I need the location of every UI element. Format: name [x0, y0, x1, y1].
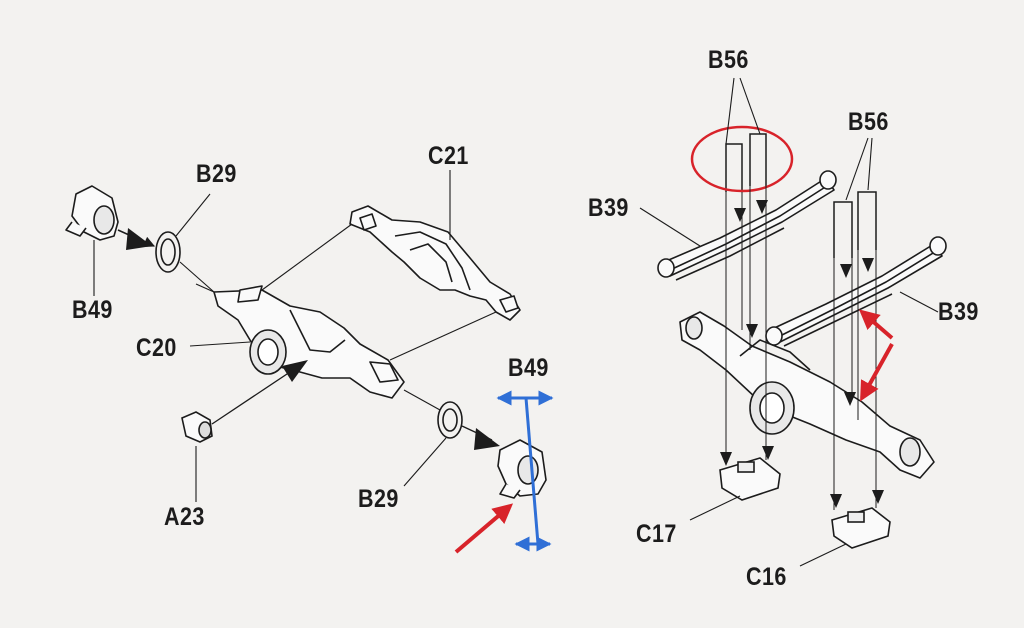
- part-rear-axle-assembly: [679, 311, 935, 479]
- part-a23: [181, 411, 213, 443]
- part-b56-ubolts-right: [833, 191, 877, 258]
- label-leaders-left: [93, 170, 451, 502]
- part-b29-ring-top: [155, 231, 181, 273]
- red-highlight-circle: [690, 125, 794, 193]
- label-b56-right: B56: [848, 108, 889, 136]
- alignment-lines-c20-c21: [195, 223, 497, 361]
- label-b56-left: B56: [708, 46, 749, 74]
- part-b39-leaf-spring-left: [657, 170, 837, 281]
- part-b29-ring-bottom: [437, 401, 463, 439]
- label-b39-right: B39: [938, 298, 979, 326]
- label-c17: C17: [636, 520, 677, 548]
- label-a23: A23: [164, 503, 205, 531]
- arrow-head-b29-bottom: [474, 428, 500, 450]
- part-c21-axle-housing: [349, 205, 521, 321]
- label-c21: C21: [428, 142, 469, 170]
- axis-line-b29: [179, 261, 215, 293]
- part-b49-hub-left: [65, 185, 119, 241]
- arrow-head-a23: [282, 360, 308, 382]
- red-pointer-arrow-lower: [860, 343, 894, 402]
- label-b49-top-left: B49: [72, 296, 113, 324]
- part-c17-spring-plate: [719, 457, 781, 501]
- label-c16: C16: [746, 563, 787, 591]
- axis-line-b29-bottom: [403, 389, 441, 411]
- red-pointer-arrow-upper: [858, 309, 894, 340]
- arrow-a23-to-c20: [211, 367, 297, 425]
- part-c20-axle-center: [213, 285, 405, 399]
- label-b39-left: B39: [588, 194, 629, 222]
- label-b29-top: B29: [196, 160, 237, 188]
- label-c20: C20: [136, 334, 177, 362]
- part-b39-leaf-spring-right: [765, 236, 947, 347]
- label-leaders-right: [639, 77, 939, 567]
- red-pointer-arrow-left: [454, 503, 514, 554]
- label-b29-bottom: B29: [358, 485, 399, 513]
- part-b49-hub-right: [497, 439, 547, 499]
- assembly-arrowheads-right: [720, 200, 884, 508]
- label-b49-right: B49: [508, 354, 549, 382]
- blue-measurement-annotation: [496, 390, 554, 552]
- part-b56-ubolts-left: [725, 133, 767, 192]
- alignment-lines-right: [725, 186, 877, 510]
- arrow-head-b49: [126, 228, 152, 250]
- part-c16-spring-plate: [831, 507, 891, 549]
